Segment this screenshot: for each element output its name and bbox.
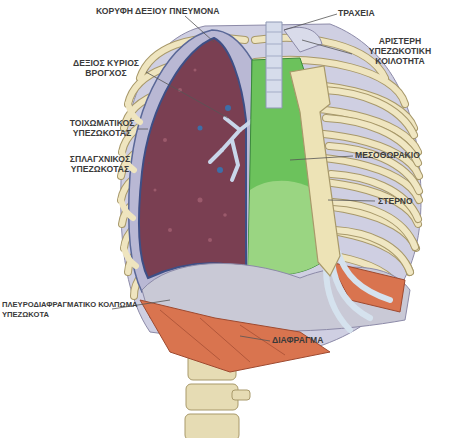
part-label: ΔΙΑΦΡΑΓΜΑ xyxy=(272,335,362,345)
tracheal-rings xyxy=(266,32,282,92)
vertebral-process xyxy=(232,390,250,400)
bronchus xyxy=(225,118,240,130)
rib-stub xyxy=(124,248,136,266)
leader-line xyxy=(302,40,352,54)
alveoli-dot xyxy=(194,69,197,72)
alveoli-dot xyxy=(198,198,203,203)
alveoli-dot xyxy=(208,238,212,242)
part-label: ΠΛΕΥΡΟΔΙΑΦΡΑΓΜΑΤΙΚΟ ΚΟΛΠΩΜΑ ΥΠΕΖΩΚΟΤΑ xyxy=(2,300,152,320)
ring xyxy=(266,56,282,57)
vessel xyxy=(225,105,231,111)
part-label: ΣΤΕΡΝΟ xyxy=(378,196,438,206)
parietal-pleura xyxy=(129,30,252,292)
cartilage xyxy=(326,268,350,330)
trachea xyxy=(266,22,282,108)
lung-texture xyxy=(154,69,227,243)
alveoli-dot xyxy=(168,228,172,232)
ring xyxy=(266,44,282,45)
fibre xyxy=(200,318,250,362)
bronchus xyxy=(210,150,222,162)
leader-line xyxy=(240,336,270,341)
part-label: ΚΟΡΥΦΗ ΔΕΞΙΟΥ ΠΝΕΥΜΟΝΑ xyxy=(96,6,296,16)
alveoli-dot xyxy=(154,189,157,192)
leader-line xyxy=(290,156,353,160)
vertebra xyxy=(185,414,239,438)
vessel xyxy=(217,167,223,173)
leader-line xyxy=(146,72,228,118)
part-label: ΔΕΞΙΟΣ ΚΥΡΙΟΣ ΒΡΟΓΧΟΣ xyxy=(58,58,154,78)
leader-lines xyxy=(112,14,375,341)
part-label: ΣΠΛΑΓΧΝΙΚΟΣ ΥΠΕΖΩΚΟΤΑΣ xyxy=(48,154,152,174)
part-label: ΤΡΑΧΕΙΑ xyxy=(338,8,418,18)
alveoli-dot xyxy=(163,138,167,142)
right-lung xyxy=(139,38,246,278)
alveoli-dot xyxy=(223,213,227,217)
fibre xyxy=(160,310,220,360)
left-pleural-cupola xyxy=(284,27,322,52)
sternum xyxy=(290,66,340,276)
part-label: ΜΕΣΟΘΩΡΑΚΙΟ xyxy=(355,150,450,160)
rib-stub xyxy=(121,200,133,218)
leader-line xyxy=(138,129,148,130)
ring xyxy=(266,80,282,81)
leader-line xyxy=(328,200,375,201)
vertebra xyxy=(186,384,238,410)
ring xyxy=(266,32,282,33)
ring xyxy=(266,68,282,69)
ring xyxy=(266,92,282,93)
leader-line xyxy=(148,163,150,164)
muscle-fibres xyxy=(160,310,285,362)
bronchus xyxy=(232,140,238,180)
part-label: ΤΟΙΧΩΜΑΤΙΚΟΣ ΥΠΕΖΩΚΟΤΑΣ xyxy=(52,118,152,138)
part-label: ΑΡΙΣΤΕΡΗ ΥΠΕΖΩΚΟΤΙΚΗ ΚΟΙΛΟΤΗΤΑ xyxy=(350,36,450,66)
pulmonary-vessels xyxy=(198,105,232,173)
leader-line xyxy=(284,14,337,30)
leader-line xyxy=(185,16,214,42)
vessel xyxy=(198,126,203,131)
